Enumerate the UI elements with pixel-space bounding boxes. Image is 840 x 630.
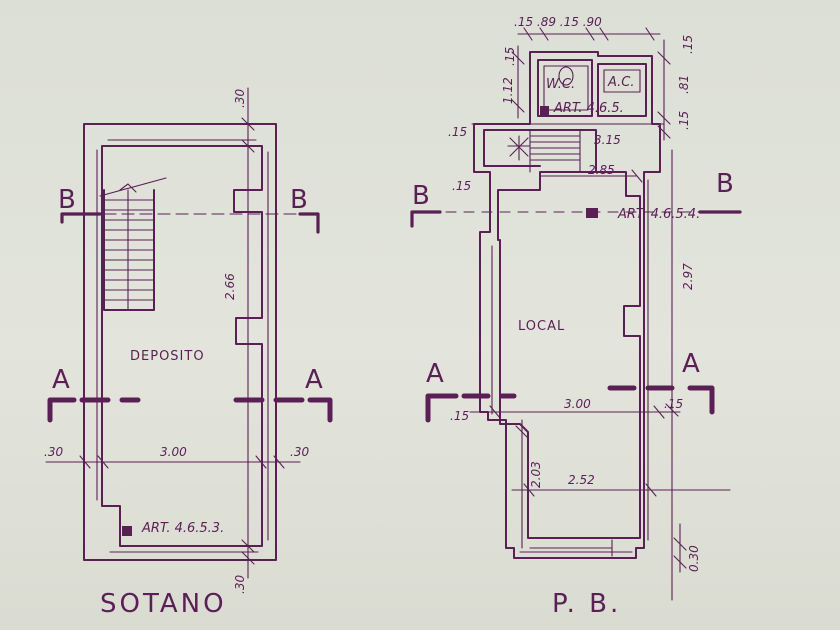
pb-top-dim (517, 27, 661, 41)
sotano-article-marker (122, 526, 132, 536)
sotano-top-wall-label: .30 (233, 89, 247, 108)
sotano-width-label: 3.00 (160, 445, 187, 459)
pb-width-label: 3.00 (564, 397, 591, 411)
pb-height-label: 2.97 (681, 263, 695, 290)
pb-article-room-marker (586, 208, 598, 218)
pb-section-b-line (410, 210, 742, 228)
pb-inner-wall (497, 171, 641, 539)
sotano-section-b-right: B (290, 185, 308, 215)
pb-wc-label: W.C. (546, 77, 575, 92)
sotano-bottom-wall-label: .30 (233, 575, 247, 594)
sotano-width-dim (45, 455, 301, 469)
sotano-article-label: ART. 4.6.5.3. (141, 521, 224, 536)
pb-width-dim (469, 405, 681, 419)
pb-left-wall-2: .15 (452, 179, 471, 193)
pb-left-top-2: 1.12 (501, 77, 515, 104)
pb-section-b-left: B (412, 181, 430, 211)
pb-top-chain-label: .15 .89 .15 .90 (514, 15, 602, 29)
sotano-inner-wall (101, 145, 263, 547)
sotano-section-a-left: A (52, 365, 70, 395)
pb-bathroom-block (537, 59, 647, 117)
pb-vert-low-dim (515, 419, 529, 549)
pb-section-a-left: A (426, 359, 444, 389)
pb-top-right-3: .15 (677, 111, 691, 130)
pb-stair (483, 129, 597, 173)
pb-room-label: LOCAL (518, 319, 565, 334)
pb-stair-lower-label: 2.85 (588, 163, 615, 177)
pb-top-right-dim (657, 39, 671, 141)
sotano-right-wall-label: .30 (290, 445, 309, 459)
pb-ac-label: A.C. (607, 75, 634, 90)
pb-article-upper-label: ART. 4.6.5. (553, 101, 624, 116)
pb-stair-dim (471, 123, 665, 183)
pb-top-right-2: .81 (677, 75, 691, 94)
sotano-outer-wall (83, 123, 277, 561)
sotano-stair (99, 177, 167, 311)
sotano-title: SOTANO (100, 589, 227, 619)
pb-left-wall-3: .15 (450, 409, 469, 423)
pb-vert-low-label: 2.03 (529, 461, 543, 488)
sotano-section-b-left: B (58, 185, 76, 215)
pb-left-top-1: .15 (503, 47, 517, 66)
sotano-section-b-line (60, 212, 320, 234)
pb-section-a-line (425, 385, 715, 423)
sotano-plan: B B A A 3.00 .30 .30 .30 2.66 .30 DEPOSI… (44, 87, 333, 619)
pb-section-b-right: B (716, 169, 734, 199)
sotano-height-dim (241, 87, 255, 579)
pb-width-low-dim (511, 483, 731, 497)
pb-plan: W.C. A.C. ART. 4.6.5. B B A A .15 .89 .1… (410, 15, 742, 619)
sotano-height-label: 2.66 (223, 273, 237, 300)
pb-left-top-dim (511, 45, 525, 119)
pb-article-room-label: ART. 4.6.5.4. (617, 207, 700, 222)
pb-title: P. B. (552, 589, 621, 619)
sotano-section-a-right: A (305, 365, 323, 395)
sotano-room-label: DEPOSITO (130, 349, 205, 364)
pb-section-a-right: A (682, 349, 700, 379)
pb-storefront (529, 539, 613, 557)
sotano-left-wall-label: .30 (44, 445, 63, 459)
pb-wall-hatch (491, 179, 649, 553)
pb-top-right-1: .15 (681, 35, 695, 54)
pb-width-low-label: 2.52 (568, 473, 595, 487)
pb-left-wall-1: .15 (448, 125, 467, 139)
sotano-section-a-line (47, 397, 333, 423)
pb-right-wall-label: .15 (664, 397, 683, 411)
pb-stair-width-label: 3.15 (594, 133, 621, 147)
pb-bottom-right-label: 0.30 (687, 545, 701, 572)
pb-bottom-right-dim (673, 523, 687, 573)
sotano-wall-hatch (96, 139, 269, 553)
pb-height-dim (665, 149, 679, 601)
